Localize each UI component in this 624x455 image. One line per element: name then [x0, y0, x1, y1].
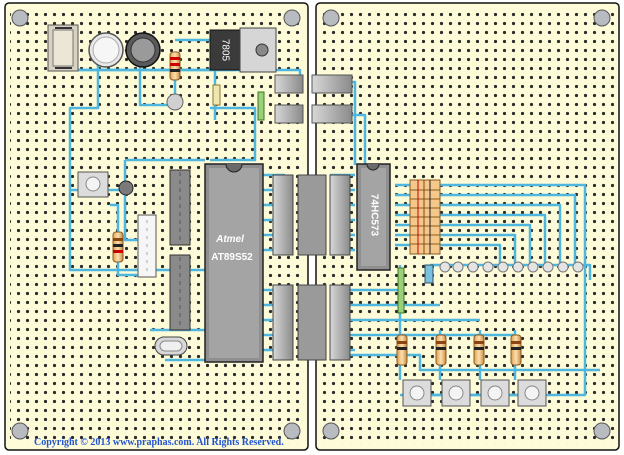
mount-hole: [11, 422, 29, 440]
mount-hole: [593, 422, 611, 440]
mount-hole: [11, 9, 29, 27]
pin-header-left: [169, 169, 191, 331]
mount-hole: [322, 9, 340, 27]
voltage-regulator: 7805: [209, 27, 277, 73]
mcu-label: AT89S52: [211, 252, 253, 263]
reset-capacitor: [118, 180, 134, 196]
mount-hole: [283, 9, 301, 27]
copyright-notice: Copyright © 2013 www.praphas.com. All Ri…: [34, 437, 284, 448]
latch-label: 74HC573: [368, 194, 379, 237]
crystal-oscillator: [154, 336, 188, 356]
resistor-reset: [112, 231, 124, 263]
power-led: [166, 93, 184, 111]
button-resistors: [396, 334, 522, 366]
latch-chip: 74HC573: [356, 163, 391, 271]
regulator-label: 7805: [219, 39, 230, 62]
jumper-link: [397, 267, 405, 314]
ceramic-capacitors: [212, 84, 265, 121]
mount-hole: [283, 422, 301, 440]
dc-power-jack: [47, 24, 79, 72]
reset-button: [77, 171, 109, 198]
header-top-left: [274, 74, 304, 124]
mount-hole: [593, 9, 611, 27]
led-resistor-array: [409, 179, 441, 255]
capacitor-c2: [125, 32, 161, 68]
microcontroller-chip: Atmel AT89S52: [204, 163, 264, 363]
resistor-network: [137, 214, 157, 278]
capacitor-c1: [88, 32, 124, 68]
mount-hole: [322, 422, 340, 440]
push-buttons: [402, 379, 547, 407]
led-row: [424, 261, 584, 284]
connector-headers: [272, 74, 353, 361]
mcu-logo: Atmel: [215, 234, 244, 245]
resistor-power: [169, 51, 181, 81]
